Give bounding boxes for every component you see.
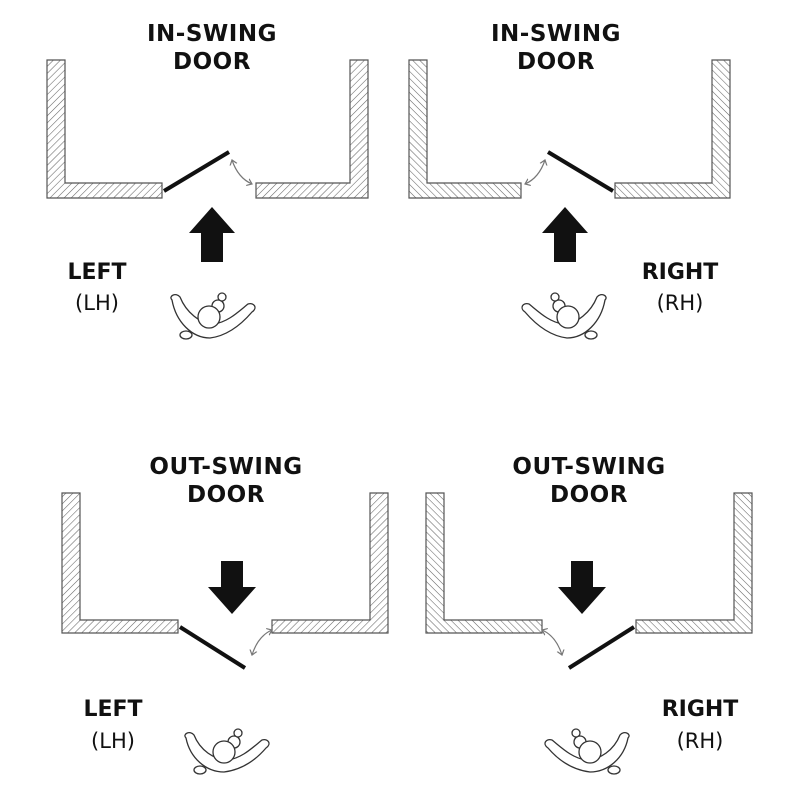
hand-label: LEFT: [67, 260, 126, 285]
diagram-outswing-right: OUT-SWING DOOR RIGHT (RH): [426, 454, 752, 774]
title-line1: OUT-SWING: [512, 454, 665, 480]
title-line2: DOOR: [517, 49, 595, 75]
title-line2: DOOR: [173, 49, 251, 75]
diagram-inswing-left: IN-SWING DOOR LEFT (LH): [47, 21, 368, 339]
title-line2: DOOR: [187, 482, 265, 508]
hand-label: LEFT: [83, 697, 142, 722]
title-line2: DOOR: [550, 482, 628, 508]
hand-code: (RH): [677, 729, 724, 753]
diagram-inswing-right: IN-SWING DOOR RIGHT (RH): [409, 21, 730, 339]
hand-label: RIGHT: [642, 260, 719, 285]
title-line1: IN-SWING: [147, 21, 277, 47]
hand-label: RIGHT: [662, 697, 739, 722]
title-line1: IN-SWING: [491, 21, 621, 47]
hand-code: (LH): [75, 291, 119, 315]
hand-code: (RH): [657, 291, 704, 315]
diagram-outswing-left: OUT-SWING DOOR LEFT (LH): [62, 454, 388, 774]
title-line1: OUT-SWING: [149, 454, 302, 480]
hand-code: (LH): [91, 729, 135, 753]
